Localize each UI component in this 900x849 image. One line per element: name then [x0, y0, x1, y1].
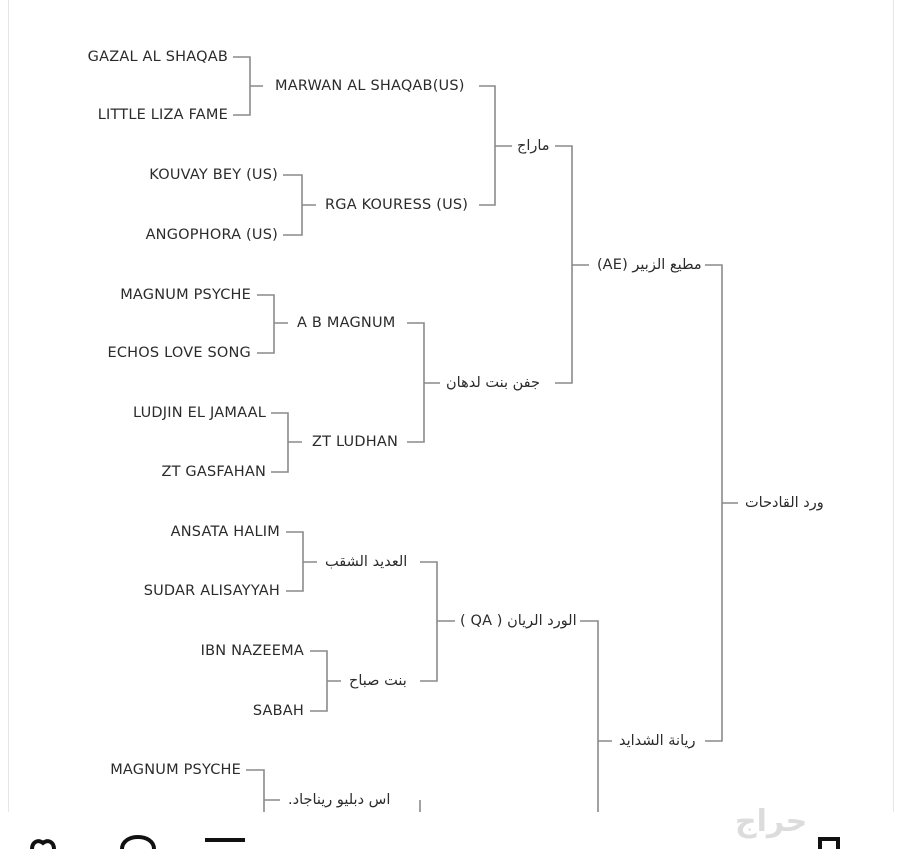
sire-dam-jafn: جفن بنت لدهان	[446, 375, 540, 391]
connector-bintsabah	[310, 650, 341, 712]
toolbar-icons	[30, 834, 840, 849]
horse-name: ورد القادحات	[745, 495, 824, 511]
sire-sire-maraj: ماراج	[517, 138, 550, 154]
connector-rga	[283, 174, 316, 236]
granddam-zt-ludhan: ZT LUDHAN	[312, 434, 399, 450]
connector-jafn	[407, 322, 440, 443]
dam-rayana: ريانة الشدايد	[619, 733, 696, 749]
grandsire-marwan: MARWAN AL SHAQAB(US)	[275, 78, 465, 94]
connector-rayana	[419, 620, 612, 812]
ancestor-zt-gasfahan: ZT GASFAHAN	[161, 464, 266, 480]
heart-icon	[30, 839, 56, 849]
granddam-bint-sabah: بنت صباح	[349, 673, 407, 689]
pedigree-panel	[8, 0, 894, 812]
connector-maraj	[479, 85, 512, 206]
connector-ztludhan	[271, 412, 302, 473]
ancestor-ibn-nazeema: IBN NAZEEMA	[200, 643, 304, 659]
ancestor-echos: ECHOS LOVE SONG	[107, 345, 251, 361]
ancestor-ansata: ANSATA HALIM	[170, 524, 280, 540]
grandsire-ab-magnum: A B MAGNUM	[297, 315, 396, 331]
connector-marwan	[233, 56, 263, 116]
sire-mutee: مطيع الزبير (AE)	[597, 257, 702, 273]
grandsire-sw-renegade: اس دبليو ريناجاد.	[288, 792, 391, 808]
watermark-logo: حراج	[735, 804, 808, 839]
connector-aleed	[286, 531, 317, 592]
connector-root	[705, 264, 738, 742]
bottom-toolbar: حراج	[0, 804, 900, 849]
connector-mutee	[555, 145, 589, 384]
connector-sw	[246, 769, 280, 812]
ancestor-little-liza: LITTLE LIZA FAME	[97, 107, 228, 123]
dam-sire-ward: الورد الريان ( QA )	[460, 613, 577, 629]
connector-ward	[420, 561, 455, 682]
bookmark-icon	[818, 837, 840, 849]
ancestor-ludjin: LUDJIN EL JAMAAL	[133, 405, 266, 421]
ancestor-angophora: ANGOPHORA (US)	[145, 227, 278, 243]
ancestor-sudar: SUDAR ALISAYYAH	[143, 583, 280, 599]
ancestor-magnum-psyche-2: MAGNUM PSYCHE	[110, 762, 241, 778]
ancestor-kouvay: KOUVAY BEY (US)	[149, 167, 278, 183]
comment-icon	[120, 834, 156, 849]
ancestor-sabah: SABAH	[252, 703, 304, 719]
grandsire-aleed: العديد الشقب	[325, 554, 408, 570]
ancestor-magnum-psyche: MAGNUM PSYCHE	[120, 287, 251, 303]
connector-abmagnum	[257, 294, 288, 354]
granddam-rga: RGA KOURESS (US)	[325, 197, 469, 213]
ancestor-gazal: GAZAL AL SHAQAB	[87, 49, 228, 65]
